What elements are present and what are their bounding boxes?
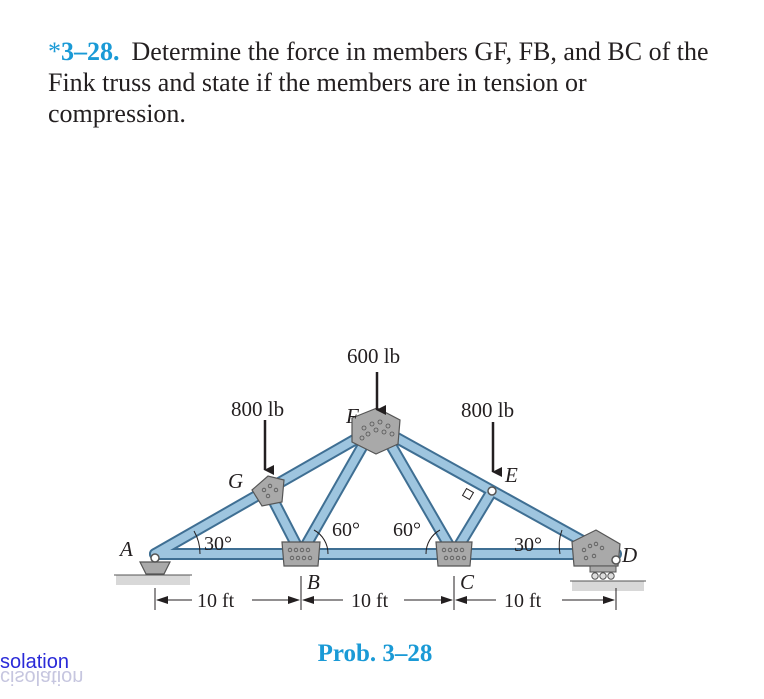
node-label-g: G	[228, 469, 243, 493]
gusset-plate-b	[281, 541, 321, 567]
problem-number: *3–28.	[48, 37, 120, 66]
node-label-d: D	[621, 543, 637, 567]
truss-figure: 600 lb 800 lb 800 lb A B C D E F G 30° 6…	[0, 330, 764, 630]
support-a	[139, 561, 171, 575]
pin-e	[487, 486, 497, 496]
right-angle-marker	[461, 487, 475, 501]
angle-label-b: 60°	[332, 519, 360, 541]
gusset-plate-c	[435, 541, 473, 567]
problem-statement: *3–28.Determine the force in members GF,…	[48, 36, 728, 129]
truss-diagram: 600 lb 800 lb 800 lb A B C D E F G 30° 6…	[114, 344, 646, 612]
angle-label-d: 30°	[514, 534, 542, 556]
dimension-label-cd: 10 ft	[504, 590, 542, 612]
gusset-plate-d	[571, 529, 621, 567]
node-label-a: A	[118, 537, 133, 561]
angle-arc-c	[425, 529, 441, 555]
node-label-e: E	[504, 463, 518, 487]
dimension-label-bc: 10 ft	[351, 590, 389, 612]
load-label-e: 800 lb	[461, 398, 514, 422]
ground-left	[114, 574, 192, 585]
problem-statement-text: Determine the force in members GF, FB, a…	[48, 37, 709, 128]
pin-a	[150, 553, 160, 563]
angle-arc-b	[313, 529, 329, 555]
angle-label-a: 30°	[204, 533, 232, 555]
angle-label-c: 60°	[393, 519, 421, 541]
dimension-label-ab: 10 ft	[197, 590, 235, 612]
watermark-text: solation	[0, 651, 69, 673]
figure-caption: Prob. 3–28	[317, 640, 433, 667]
node-label-f: F	[345, 404, 359, 428]
ground-right	[570, 580, 646, 591]
watermark: solation cisolation	[0, 651, 83, 688]
angle-arc-d	[558, 529, 563, 555]
problem-number-text: 3–28.	[61, 37, 120, 66]
load-label-f: 600 lb	[347, 344, 400, 368]
star-marker: *	[48, 37, 61, 66]
angle-arc-a	[193, 530, 201, 555]
node-label-b: B	[307, 570, 320, 594]
dimension-lines	[154, 576, 617, 610]
roller-support-d	[589, 555, 621, 580]
gusset-plate-g	[251, 475, 285, 507]
node-label-c: C	[460, 570, 475, 594]
load-label-g: 800 lb	[231, 397, 284, 421]
